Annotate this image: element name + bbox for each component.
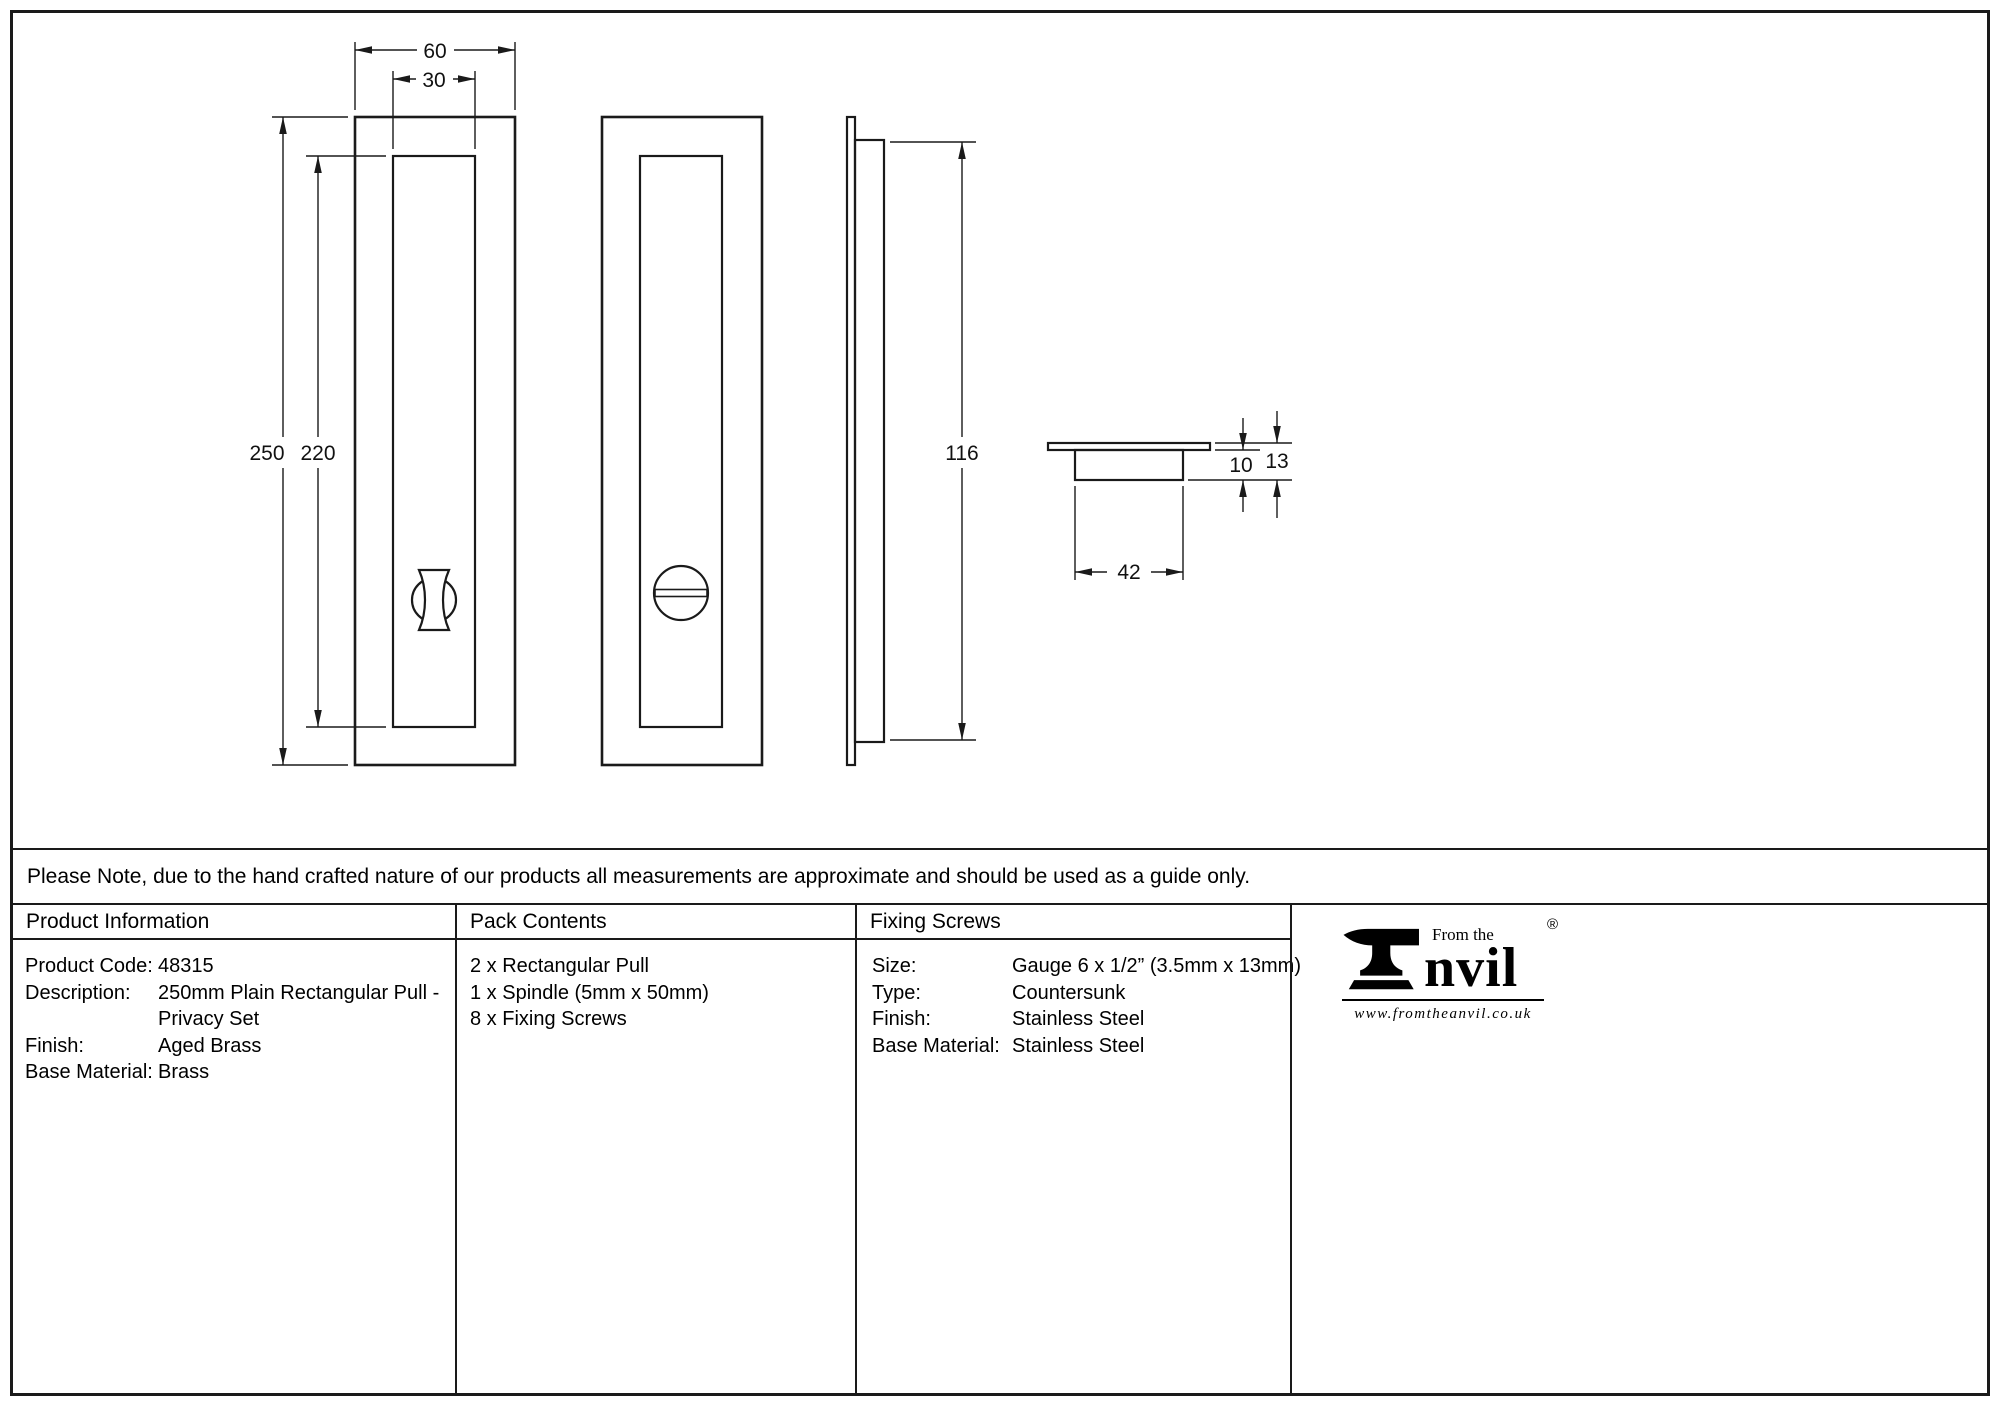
dim-cup-depth: 10 — [1229, 454, 1252, 477]
brand-logo-text: From the nvil — [1424, 925, 1519, 999]
fixing-screws-body: Size: Gauge 6 x 1/2” (3.5mm x 13mm) Type… — [857, 940, 1301, 1060]
dimension-label-backgrounds — [243, 37, 1151, 587]
dimension-labels: 60 30 250 220 116 10 13 42 — [249, 40, 1288, 584]
row-label: Size: — [872, 955, 917, 977]
fixing-screws-column: Fixing Screws Size: Gauge 6 x 1/2” (3.5m… — [855, 905, 1301, 1393]
pack-contents-header: Pack Contents — [457, 905, 855, 940]
dimension-lines — [272, 42, 1292, 766]
dim-inner-height: 220 — [300, 442, 335, 465]
row-label: Description: — [25, 981, 131, 1004]
anvil-icon — [1343, 928, 1419, 990]
row-label: Type: — [872, 981, 921, 1004]
row-value: Countersunk — [1012, 981, 1126, 1004]
dim-total-depth: 13 — [1265, 450, 1288, 473]
row-label: Finish: — [25, 1034, 84, 1057]
row-value: Aged Brass — [158, 1034, 262, 1057]
page-frame: 60 30 250 220 116 10 13 42 Please Note, … — [10, 10, 1990, 1396]
drawing-area: 60 30 250 220 116 10 13 42 — [13, 13, 1987, 848]
brand-logo-lockup: From the nvil ® — [1342, 916, 1558, 999]
list-item: 8 x Fixing Screws — [470, 1008, 627, 1030]
row-value: 48315 — [158, 955, 214, 977]
logo-from-the: From the — [1432, 925, 1494, 944]
table-row: Finish: Stainless Steel — [857, 1006, 1290, 1033]
row-value: Brass — [158, 1061, 210, 1083]
logo-column: From the nvil ® www.fromtheanvil.co.uk — [1290, 905, 1987, 1393]
measurement-note-text: Please Note, due to the hand crafted nat… — [27, 864, 1251, 888]
row-label: Base Material: — [25, 1061, 153, 1083]
table-row: Base Material: Brass — [13, 1059, 455, 1086]
list-item: 2 x Rectangular Pull — [470, 955, 649, 977]
measurement-note: Please Note, due to the hand crafted nat… — [13, 848, 1987, 903]
list-item: 1 x Spindle (5mm x 50mm) — [470, 981, 709, 1004]
table-row: Type: Countersunk — [857, 980, 1290, 1007]
coin-slot — [654, 588, 708, 598]
row-value: Privacy Set — [158, 1008, 260, 1030]
product-info-body: Product Code: 48315 Description: 250mm P… — [13, 940, 455, 1086]
table-row: Privacy Set — [13, 1006, 455, 1033]
table-row: Description: 250mm Plain Rectangular Pul… — [13, 980, 455, 1007]
table-row: Finish: Aged Brass — [13, 1033, 455, 1060]
registered-trademark: ® — [1546, 916, 1558, 933]
pack-contents-column: Pack Contents 2 x Rectangular Pull 1 x S… — [455, 905, 855, 1393]
section-view — [1046, 441, 1212, 482]
row-label: Product Code: — [25, 955, 153, 977]
logo-brand-name: nvil — [1424, 937, 1519, 999]
row-value: Stainless Steel — [1012, 1008, 1145, 1030]
dim-inner-width: 30 — [422, 69, 445, 92]
product-info-header: Product Information — [13, 905, 455, 940]
row-label: Base Material: — [872, 1034, 1000, 1057]
table-row: Size: Gauge 6 x 1/2” (3.5mm x 13mm) — [857, 953, 1301, 980]
front-view-coin-slot — [600, 115, 764, 767]
row-label — [25, 1006, 158, 1033]
dim-outer-width: 60 — [423, 40, 446, 63]
row-value: Stainless Steel — [1012, 1034, 1145, 1057]
front-view-thumbturn — [353, 115, 517, 767]
dim-side-height: 116 — [945, 442, 978, 465]
table-row: Base Material: Stainless Steel — [857, 1033, 1290, 1060]
product-info-column: Product Information Product Code: 48315 … — [13, 905, 455, 1393]
row-value: 250mm Plain Rectangular Pull - — [158, 981, 440, 1004]
pack-contents-body: 2 x Rectangular Pull 1 x Spindle (5mm x … — [457, 940, 855, 1033]
row-value: Gauge 6 x 1/2” (3.5mm x 13mm) — [1012, 955, 1301, 977]
fixing-screws-header: Fixing Screws — [857, 905, 1290, 940]
logo-website: www.fromtheanvil.co.uk — [1342, 999, 1544, 1023]
dim-cup-width: 42 — [1117, 561, 1140, 584]
technical-drawing: 60 30 250 220 116 10 13 42 — [243, 37, 1292, 767]
side-view — [845, 115, 886, 767]
brand-logo: From the nvil ® www.fromtheanvil.co.uk — [1342, 916, 1558, 1023]
dim-outer-height: 250 — [249, 442, 284, 465]
spec-tables: Product Information Product Code: 48315 … — [13, 903, 1987, 1393]
thumbturn-knob — [417, 568, 451, 632]
row-label: Finish: — [872, 1008, 931, 1030]
table-row: Product Code: 48315 — [13, 953, 455, 980]
